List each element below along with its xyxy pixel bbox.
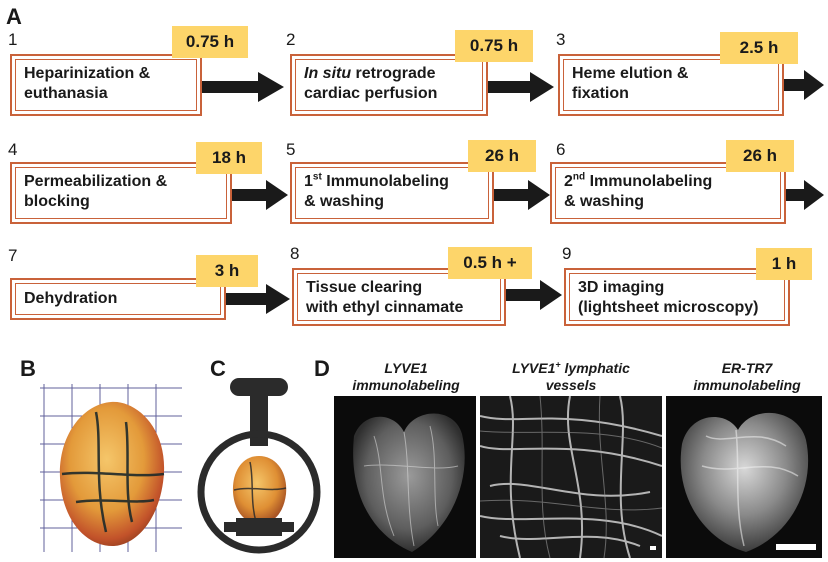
step-5-box: 1st Immunolabeling & washing [290,162,494,224]
panel-label-b: B [20,356,36,381]
step-2-box: In situ retrograde cardiac perfusion [290,54,488,116]
arrow-5-to-6 [494,180,550,210]
step-6-line-1-rest: Immunolabeling [585,173,713,190]
caption-d2-rest: lymphatic [560,360,630,376]
step-7-number: 7 [8,246,18,265]
step-7-line-1: Dehydration [24,290,118,307]
step-7-box: Dehydration [10,278,226,320]
step-9-line-1: 3D imaging [578,279,665,296]
caption-d1-line-2: immunolabeling [352,377,460,393]
step-1-line-2: euthanasia [24,85,108,102]
step-2-line-2: cardiac perfusion [304,85,438,102]
step-3-number: 3 [556,30,566,49]
step-3-time-badge: 2.5 h [720,32,798,64]
step-3-box: Heme elution & fixation [558,54,784,116]
step-2-line-1-rest: retrograde [351,65,436,82]
caption-ertr7-immunolabeling: ER-TR7 immunolabeling [672,360,822,394]
step-8-number: 8 [290,244,300,263]
step-6-box: 2nd Immunolabeling & washing [550,162,786,224]
panel-label-d: D [314,356,330,381]
step-4-time-badge: 18 h [196,142,262,174]
step-9-time-badge: 1 h [756,248,812,280]
step-3-line-1: Heme elution & [572,65,689,82]
arrow-3-out [784,70,824,100]
panel-label-c: C [210,356,226,381]
step-2-italic-text: In situ [304,65,352,82]
step-4-line-2: blocking [24,193,90,210]
step-1-box: Heparinization & euthanasia [10,54,202,116]
step-8-time-badge: 0.5 h + [448,247,532,279]
arrow-4-to-5 [232,180,288,210]
step-1-line-1: Heparinization & [24,65,151,82]
step-9-line-2: (lightsheet microscopy) [578,299,759,316]
caption-lymphatic-vessels: LYVE1+ lymphatic vessels [480,360,662,394]
arrow-6-out [786,180,824,210]
step-2-number: 2 [286,30,296,49]
micrograph-lymphatic-vessels [480,396,662,558]
step-5-line-1-rest: Immunolabeling [321,173,449,190]
step-4-line-1: Permeabilization & [24,173,168,190]
arrow-1-to-2 [202,72,284,102]
step-3-line-2: fixation [572,85,629,102]
micrograph-ertr7-heart [666,396,822,558]
heart-mount-holder-diagram [197,378,321,554]
arrow-2-to-3 [488,72,554,102]
caption-d2-marker: LYVE1 [512,360,556,376]
step-7-time-badge: 3 h [196,255,258,287]
arrow-7-to-8 [226,284,290,314]
step-5-ordinal: 1 [304,173,313,190]
step-1-number: 1 [8,30,18,49]
step-8-line-1: Tissue clearing [306,279,423,296]
step-6-ordinal: 2 [564,173,573,190]
step-2-time-badge: 0.75 h [455,30,533,62]
step-4-box: Permeabilization & blocking [10,162,232,224]
step-6-number: 6 [556,140,566,159]
step-5-ordinal-suffix: st [312,171,322,183]
caption-d3-line-1: ER-TR7 [721,360,773,376]
step-5-line-2: & washing [304,193,385,210]
caption-d1-line-1: LYVE1 [384,360,428,376]
step-5-time-badge: 26 h [468,140,536,172]
step-8-line-2: with ethyl cinnamate [306,299,464,316]
panel-label-a: A [6,4,22,29]
step-8-box: Tissue clearing with ethyl cinnamate [292,268,506,326]
step-6-ordinal-suffix: nd [572,171,586,183]
step-5-number: 5 [286,140,296,159]
step-9-box: 3D imaging (lightsheet microscopy) [564,268,790,326]
caption-d3-line-2: immunolabeling [693,377,801,393]
heart-on-grid-photo [40,384,182,552]
arrow-8-to-9 [506,280,562,310]
caption-lyve1-immunolabeling: LYVE1 immunolabeling [336,360,476,394]
caption-d2-line-2: vessels [545,377,597,393]
step-6-line-2: & washing [564,193,645,210]
step-1-time-badge: 0.75 h [172,26,248,58]
step-4-number: 4 [8,140,18,159]
micrograph-lyve1-heart [334,396,476,558]
caption-d2-sup: + [555,359,561,370]
step-9-number: 9 [562,244,572,263]
step-6-time-badge: 26 h [726,140,794,172]
